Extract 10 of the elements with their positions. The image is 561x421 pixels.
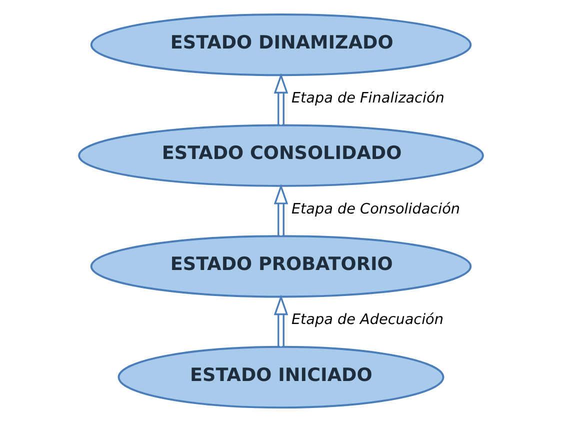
edge-label: Etapa de Adecuación bbox=[290, 312, 443, 328]
node-ellipse: ESTADO INICIADO bbox=[117, 345, 444, 408]
edge-label: Etapa de Consolidación bbox=[290, 200, 460, 217]
arrow bbox=[273, 294, 288, 346]
arrow bbox=[273, 72, 288, 124]
edge-label: Etapa de Finalización bbox=[290, 90, 444, 106]
node-ellipse: ESTADO CONSOLIDADO bbox=[78, 124, 484, 186]
node-ellipse: ESTADO DINAMIZADO bbox=[90, 12, 472, 76]
node-ellipse: ESTADO PROBATORIO bbox=[90, 234, 472, 298]
arrow bbox=[273, 183, 288, 236]
